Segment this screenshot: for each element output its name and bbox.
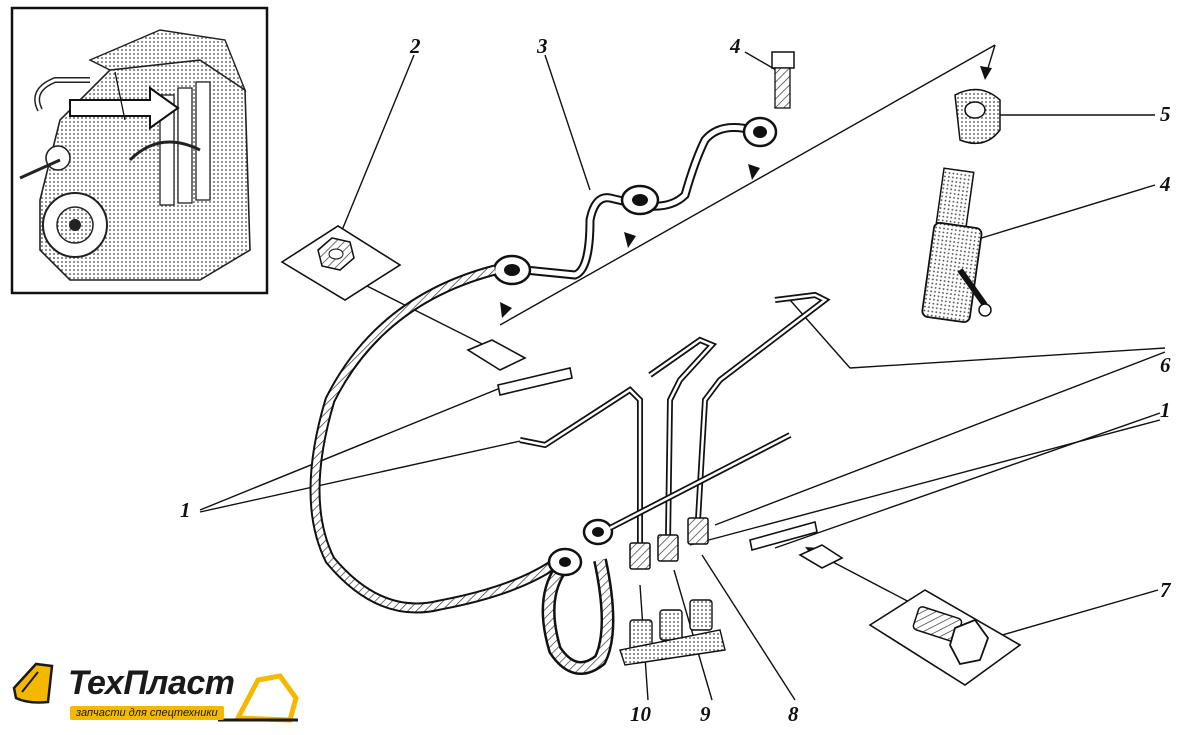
callout-6: 6 <box>1160 353 1171 377</box>
pump-outlets <box>619 599 726 666</box>
braided-hose <box>309 264 615 675</box>
callout-9: 9 <box>700 702 711 726</box>
callout-1-right: 1 <box>1160 398 1171 422</box>
rigid-pipes <box>519 291 831 545</box>
callout-8: 8 <box>788 702 799 726</box>
engine-inset <box>10 6 269 295</box>
logo-name: ТехПласт <box>68 664 235 702</box>
pipe-nuts <box>629 517 709 570</box>
return-line-part-3 <box>492 116 778 286</box>
callout-5: 5 <box>1160 102 1171 126</box>
callout-4-top: 4 <box>730 34 741 58</box>
nut-part-2 <box>317 237 355 271</box>
bolt-part-7 <box>912 606 990 666</box>
detail-frames <box>280 225 1022 686</box>
callout-10: 10 <box>630 702 651 726</box>
excavator-bucket-icon <box>12 662 299 723</box>
callout-4-right: 4 <box>1160 172 1171 196</box>
callout-2: 2 <box>410 34 421 58</box>
logo-tagline: запчасти для спецтехники <box>70 706 224 720</box>
clamps <box>497 367 818 552</box>
techplast-logo[interactable]: ТехПласт запчасти для спецтехники <box>8 658 308 730</box>
injector-part-4 <box>921 167 992 323</box>
banjo-part-5 <box>954 88 1001 145</box>
leader-lines <box>199 44 1166 701</box>
callout-7: 7 <box>1160 578 1171 602</box>
callout-1-left: 1 <box>180 498 191 522</box>
callout-3: 3 <box>537 34 548 58</box>
bolt-part-4-top <box>771 51 795 109</box>
